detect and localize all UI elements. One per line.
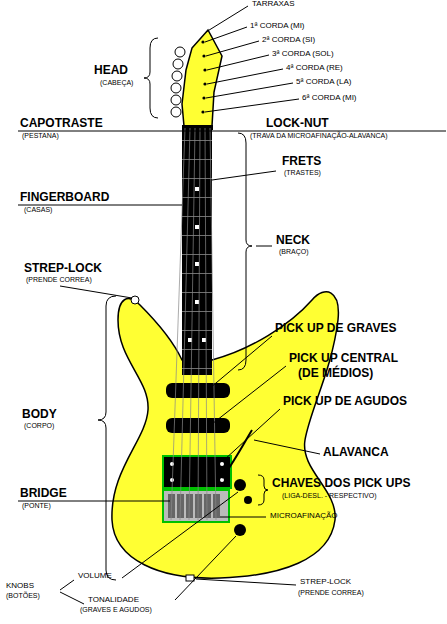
part-note: (CASAS)	[24, 206, 52, 214]
part-note: (CABEÇA)	[100, 79, 133, 87]
part-name: STREP-LOCK	[24, 262, 102, 275]
part-note: (LIGA-DESL. - RESPECTIVO)	[282, 492, 377, 500]
part-name: CAPOTRASTE	[20, 117, 103, 130]
part-name: FINGERBOARD	[20, 191, 109, 204]
part-name: FRETS	[282, 155, 321, 168]
part-note: VOLUME	[78, 572, 112, 581]
part-note: 1ª CORDA (MI)	[250, 22, 305, 31]
part-name: CHAVES DOS PICK UPS	[272, 477, 410, 490]
part-note: (PESTANA)	[22, 132, 59, 140]
part-note: (CORPO)	[24, 422, 54, 430]
part-name: HEAD	[94, 64, 128, 77]
part-note: 5ª CORDA (LA)	[296, 78, 351, 87]
part-name: PICK UP DE AGUDOS	[283, 395, 407, 408]
part-note: (PRENDE CORREA)	[26, 276, 92, 284]
part-note: KNOBS	[6, 582, 34, 591]
part-note: (PONTE)	[22, 502, 51, 510]
part-note: (BRAÇO)	[279, 248, 309, 256]
part-name: NECK	[276, 234, 310, 247]
part-note: TONALIDADE	[88, 596, 139, 605]
part-name: (DE MÉDIOS)	[298, 367, 373, 380]
part-name: BRIDGE	[20, 487, 67, 500]
part-note: (TRAVA DA MICROAFINAÇÃO-ALAVANCA)	[250, 132, 388, 140]
part-note: (PRENDE CORREA)	[298, 589, 364, 597]
part-note: (BOTÕES)	[6, 592, 40, 600]
part-note: (TRASTES)	[284, 169, 321, 177]
part-name: PICK UP DE GRAVES	[275, 322, 397, 335]
part-note: STREP-LOCK	[300, 578, 351, 587]
part-name: BODY	[22, 408, 57, 421]
part-note: MICROAFINAÇÃO	[270, 512, 338, 521]
part-note: 4ª CORDA (RE)	[286, 64, 343, 73]
part-note: (GRAVES E AGUDOS)	[80, 606, 152, 614]
part-note: 6ª CORDA (MI)	[302, 94, 357, 103]
part-name: ALAVANCA	[323, 446, 389, 459]
part-note: TARRAXAS	[252, 0, 295, 9]
part-note: 3ª CORDA (SOL)	[272, 50, 334, 59]
part-name: LOCK-NUT	[266, 117, 329, 130]
part-name: PICK UP CENTRAL	[289, 352, 398, 365]
part-note: 2ª CORDA (SI)	[262, 36, 315, 45]
